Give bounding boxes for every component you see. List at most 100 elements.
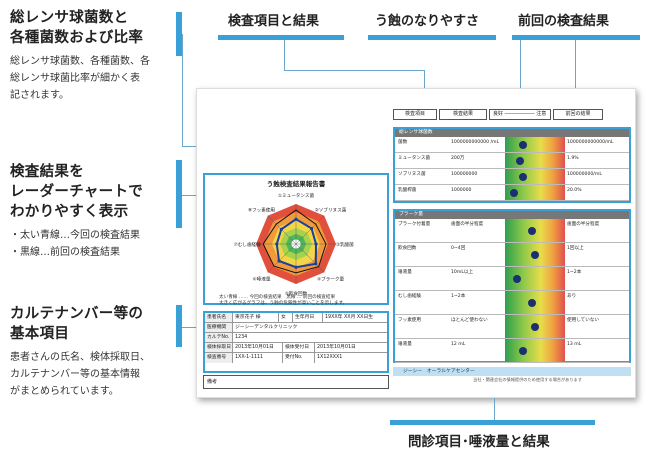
radar-axis [267, 243, 297, 273]
annotation-accent-bar [176, 305, 182, 347]
result-row: ソブリヌス菌 100000000 100000000/mL [395, 169, 629, 185]
result-row: 乳酸桿菌 1000000 20.0% [395, 185, 629, 201]
risk-marker [528, 227, 536, 235]
annotation-accent-bar [176, 160, 182, 228]
connector-line [182, 195, 204, 196]
annotation-title: 検査結果を レーダーチャートで わかりやすく表示 [10, 164, 144, 220]
row-item: 乳酸桿菌 [398, 188, 417, 193]
connector-line [520, 40, 521, 96]
connector-line [424, 70, 425, 96]
label-rule [368, 35, 496, 40]
radar-axis [295, 243, 325, 273]
header-box: 検査項目 [393, 109, 437, 120]
connector-line [575, 40, 576, 96]
row-previous: 1~2本 [567, 270, 582, 275]
radar-point [294, 217, 298, 221]
row-previous: 使用していない [567, 318, 600, 323]
row-previous: あり [567, 294, 577, 299]
section-rows: プラーク付着量歯面の半分程度歯面の半分程度飲食回数 0~4回 1回以上唾液量 10mL… [395, 219, 629, 363]
risk-gradient [505, 153, 565, 168]
radar-previous-line [262, 209, 327, 274]
radar-title: う蝕検査結果報告書 [266, 180, 326, 188]
row-result: 1000000000000 /mL [451, 140, 500, 145]
connector-line [494, 398, 495, 420]
radar-point [314, 262, 318, 266]
row-result: ほとんど使わない [451, 318, 488, 323]
radar-point [279, 227, 283, 231]
radar-axis-label: ⑦むし歯経験 [234, 241, 261, 248]
annotation-description: 患者さんの氏名、検体採取日、 カルテナンバー等の基本情報 がまとめられています。 [10, 352, 150, 397]
risk-gradient [505, 339, 565, 362]
row-result: 0~4回 [451, 246, 466, 251]
row-previous: 1.9% [567, 156, 579, 161]
row-item: 唾液量 [398, 342, 412, 347]
result-row: 菌数 1000000000000 /mL 1000000000000/mL [395, 137, 629, 153]
risk-marker [510, 189, 518, 197]
radar-legend: 太い青線 …… 今回の検査結果 黒線 … 前回の検査結果 大きく広がるグラフは、… [219, 295, 348, 306]
row-previous: 100000000/mL [567, 172, 602, 177]
annotation-accent-bar [176, 12, 182, 56]
risk-gradient [505, 267, 565, 290]
label-rule [512, 35, 640, 40]
result-row: プラーク付着量歯面の半分程度歯面の半分程度 [395, 219, 629, 243]
risk-marker [519, 347, 527, 355]
risk-gradient [505, 169, 565, 184]
annotation-radar-chart: 検査結果を レーダーチャートで わかりやすく表示 ・太い青線…今回の検査結果 ・… [10, 162, 143, 261]
row-result: 200万 [451, 156, 465, 161]
row-previous: 1回以上 [567, 246, 584, 251]
row-item: 菌数 [398, 140, 408, 145]
row-result: 12 mL [451, 342, 466, 347]
row-result: 1000000 [451, 188, 472, 193]
radar-axis-label: ③乳酸菌 [336, 241, 354, 248]
risk-gradient [505, 185, 565, 200]
bacteria-section: 総レンサ球菌数 菌数 1000000000000 /mL 1000000000000… [393, 127, 631, 203]
row-result: 歯面の半分程度 [451, 222, 484, 227]
risk-marker [531, 251, 539, 259]
risk-marker [528, 299, 536, 307]
radar-axis-label: ⑥唾液量 [253, 276, 271, 283]
row-item: フッ素使用 [398, 318, 421, 323]
label-rule [218, 35, 344, 40]
radar-point [294, 265, 298, 269]
connector-line [182, 327, 204, 328]
radar-chart: ①ミュータンス菌②ソブリヌス菌③乳酸菌④ブラーク量⑤飲食回数⑥唾液量⑦むし歯経験… [234, 192, 354, 297]
section-header: プラーク量 [395, 211, 629, 219]
info-row: カルテNo.1234 [205, 333, 387, 343]
radar-axis-label: ⑤飲食回数 [285, 290, 308, 297]
row-previous: 20.0% [567, 188, 582, 193]
footer-note: 当社・関連会社の情報提供のため使用する場合があります [473, 377, 582, 382]
row-result: 10mL以上 [451, 270, 474, 275]
row-item: 飲食回数 [398, 246, 417, 251]
row-result: 100000000 [451, 172, 478, 177]
radar-point [314, 242, 318, 246]
row-previous: 1000000000000/mL [567, 140, 614, 145]
radar-axis-label: ④ブラーク量 [317, 276, 344, 283]
row-item: むし歯経験 [398, 294, 421, 299]
radar-axis-label: ②ソブリヌス菌 [315, 206, 347, 213]
section-header: 総レンサ球菌数 [395, 129, 629, 137]
risk-marker [516, 157, 524, 165]
row-item: ソブリヌス菌 [398, 172, 426, 177]
result-row: フッ素使用 ほとんど使わない 使用していない [395, 315, 629, 339]
connector-line [284, 40, 285, 70]
header-box: 検査結果 [439, 109, 487, 120]
radar-point [309, 226, 314, 231]
questionnaire-section: プラーク量 プラーク付着量歯面の半分程度歯面の半分程度飲食回数 0~4回 1回以上唾… [393, 209, 631, 363]
result-row: 飲食回数 0~4回 1回以上 [395, 243, 629, 267]
info-row: 医療機関ジーシーデンタルクリニック [205, 323, 387, 333]
label-rule [390, 420, 595, 425]
risk-marker [519, 173, 527, 181]
label-caries-risk: う蝕のなりやすさ [375, 14, 480, 29]
risk-marker [519, 141, 527, 149]
annotation-title: 総レンサ球菌数と 各種菌数および比率 [10, 10, 144, 46]
label-test-items: 検査項目と結果 [228, 14, 320, 29]
radar-point [277, 259, 281, 263]
